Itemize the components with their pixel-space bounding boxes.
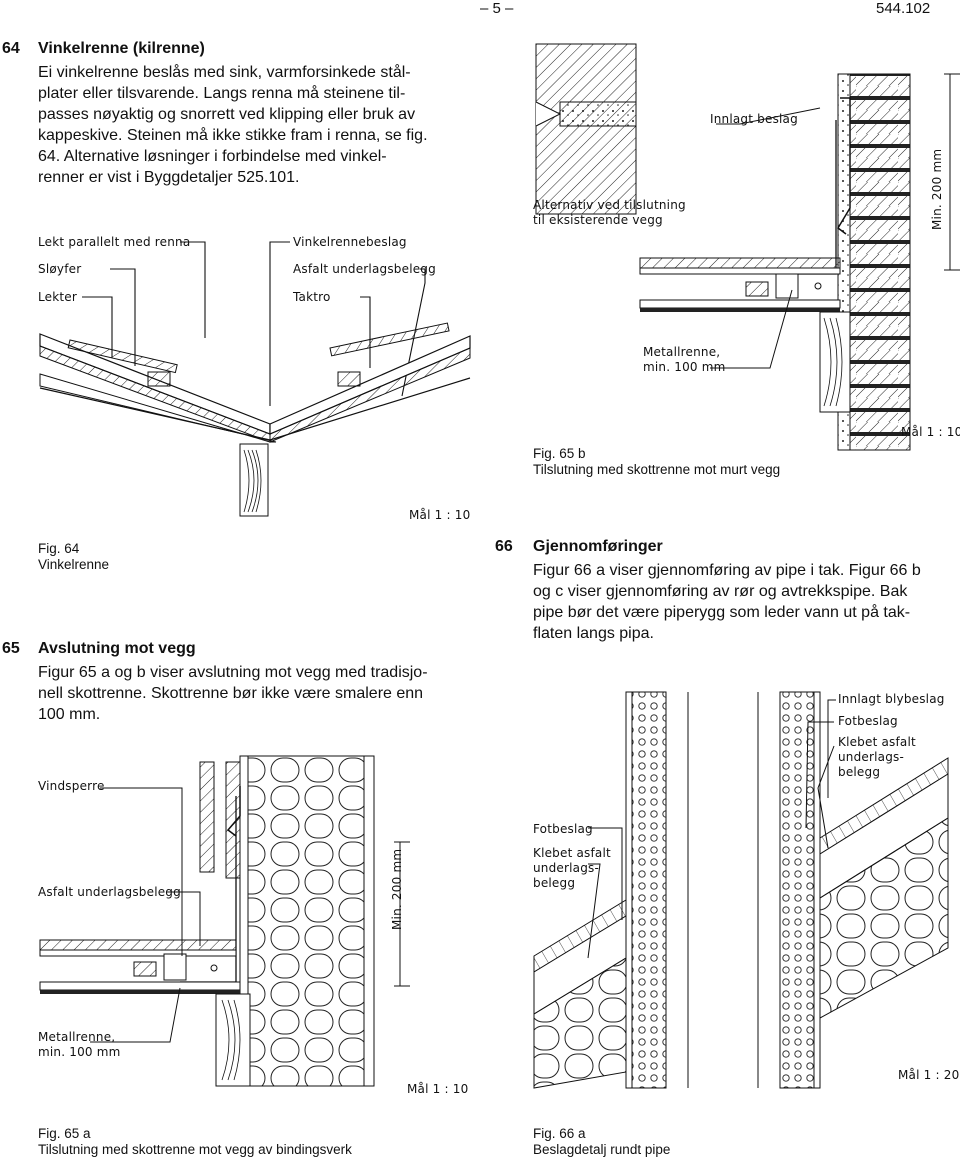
vinkelrenne-drawing xyxy=(39,241,471,517)
section-title: Vinkelrenne (kilrenne) xyxy=(38,40,205,57)
label-lekt-parallelt: Lekt parallelt med renna xyxy=(38,235,191,249)
section-body: Figur 66 a viser gjennomføring av pipe i… xyxy=(533,562,921,642)
dimension-label: Min. 200 mm xyxy=(930,148,944,230)
page-number: – 5 – xyxy=(480,0,514,17)
label-fotbeslag: Fotbeslag xyxy=(533,822,593,836)
label-metallrenne: Metallrenne, min. 100 mm xyxy=(643,345,726,374)
section-number: 66 xyxy=(495,538,513,555)
scale-label: Mål 1 : 10 xyxy=(901,425,960,439)
label-innlagt-beslag: Innlagt beslag xyxy=(710,112,798,126)
label-metallrenne: Metallrenne, min. 100 mm xyxy=(38,1030,121,1059)
section-body: Ei vinkelrenne beslås med sink, varmfors… xyxy=(38,64,428,186)
dimension-label: Min. 200 mm xyxy=(390,848,404,930)
section-number: 65 xyxy=(2,640,20,657)
scale-label: Mål 1 : 10 xyxy=(409,508,471,522)
label-klebet-asfalt: Klebet asfalt underlags- belegg xyxy=(533,846,611,890)
murt-vegg-drawing xyxy=(535,43,960,451)
figure-caption: Fig. 64 Vinkelrenne xyxy=(38,541,110,572)
label-fotbeslag: Fotbeslag xyxy=(838,714,898,728)
section-number: 64 xyxy=(2,40,20,57)
bindingsverk-drawing xyxy=(39,755,410,1087)
label-asfalt-underlagsbelegg: Asfalt underlagsbelegg xyxy=(293,262,436,276)
section-title: Avslutning mot vegg xyxy=(38,640,196,657)
label-innlagt-blybeslag: Innlagt blybeslag xyxy=(838,692,945,706)
section-body: Figur 65 a og b viser avslutning mot veg… xyxy=(38,664,428,723)
label-alternativ: Alternativ ved tilslutning til eksistere… xyxy=(533,198,686,227)
label-vindsperre: Vindsperre xyxy=(38,779,105,793)
section-title: Gjennomføringer xyxy=(533,538,663,555)
figure-caption: Fig. 65 a Tilslutning med skottrenne mot… xyxy=(38,1126,352,1157)
figure-caption: Fig. 65 b Tilslutning med skottrenne mot… xyxy=(533,446,781,477)
label-lekter: Lekter xyxy=(38,290,78,304)
label-asfalt-underlagsbelegg: Asfalt underlagsbelegg xyxy=(38,885,181,899)
scale-label: Mål 1 : 10 xyxy=(407,1082,469,1096)
label-sloyfer: Sløyfer xyxy=(38,262,82,276)
label-taktro: Taktro xyxy=(293,290,331,304)
scale-label: Mål 1 : 20 xyxy=(898,1068,960,1082)
label-vinkelrennebeslag: Vinkelrennebeslag xyxy=(293,235,407,249)
label-klebet-asfalt: Klebet asfalt underlags- belegg xyxy=(838,735,916,779)
document-number: 544.102 xyxy=(876,0,931,17)
pipe-drawing xyxy=(533,691,949,1089)
figure-caption: Fig. 66 a Beslagdetalj rundt pipe xyxy=(533,1126,671,1157)
